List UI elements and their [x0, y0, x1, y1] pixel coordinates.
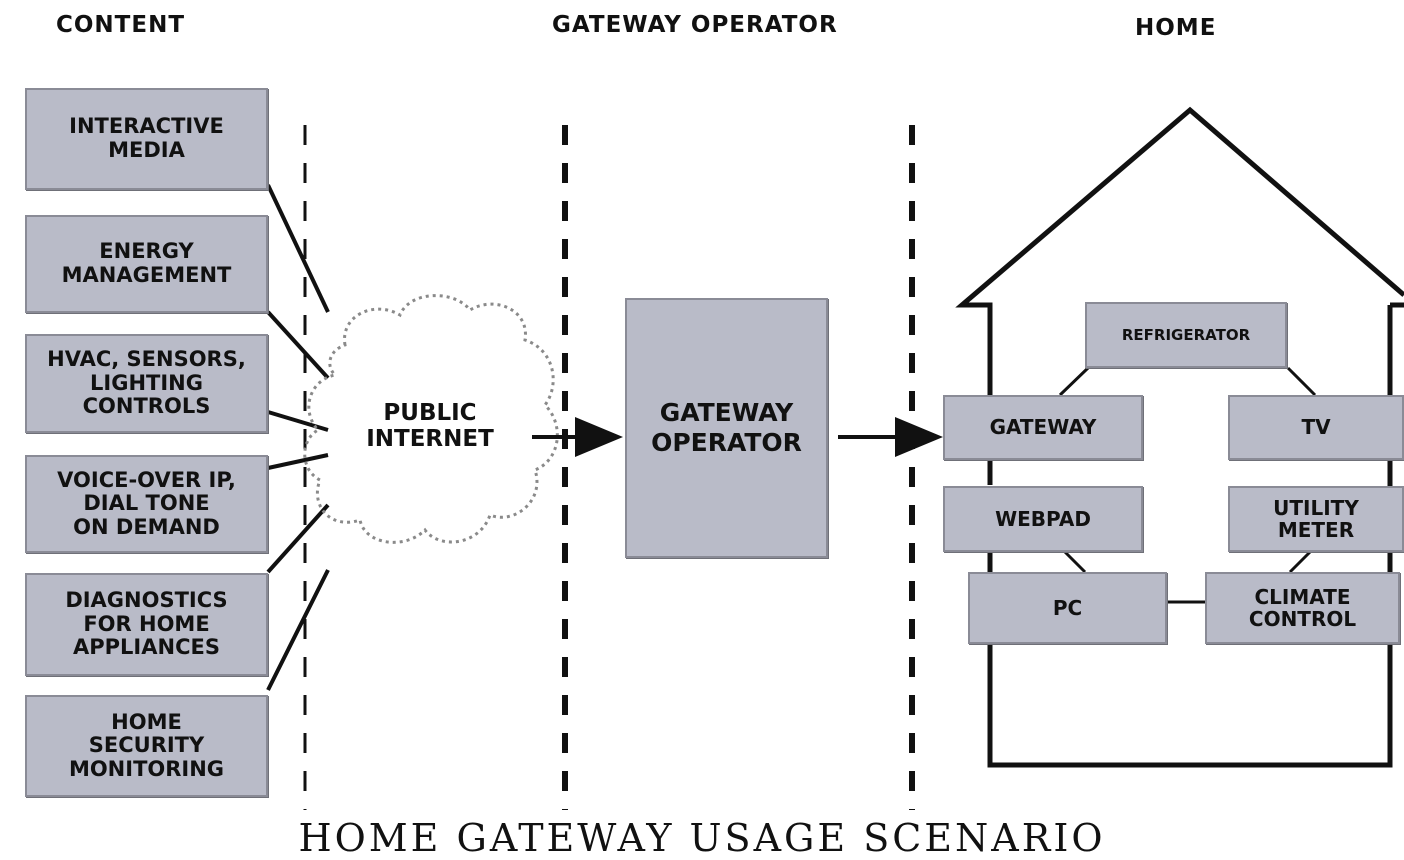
house-wall-bottom	[987, 640, 1393, 768]
column-header-content: CONTENT	[56, 12, 186, 38]
gateway-operator-box: GATEWAY OPERATOR	[625, 298, 828, 558]
public-internet-cloud	[303, 294, 559, 544]
link-webpad-pc	[1063, 550, 1087, 574]
public-internet-label: PUBLIC INTERNET	[366, 400, 494, 453]
link-meter-climate	[1288, 550, 1312, 574]
service-diagnostics: DIAGNOSTICS FOR HOME APPLIANCES	[25, 573, 268, 676]
device-pc: PC	[968, 572, 1167, 644]
device-refrigerator: REFRIGERATOR	[1085, 302, 1287, 368]
device-utility-meter: UTILITY METER	[1228, 486, 1404, 552]
house-outline	[955, 106, 1404, 395]
connector-hvac	[267, 410, 329, 432]
column-header-home: HOME	[1135, 15, 1217, 41]
connector-interactive-media	[266, 184, 330, 313]
column-header-gateway-operator: GATEWAY OPERATOR	[552, 12, 838, 38]
service-home-security-monitoring: HOME SECURITY MONITORING	[25, 695, 268, 797]
device-tv: TV	[1228, 395, 1404, 460]
device-climate-control: CLIMATE CONTROL	[1205, 572, 1400, 644]
service-energy-management: ENERGY MANAGEMENT	[25, 215, 268, 313]
link-refrigerator-tv	[1286, 366, 1317, 397]
connector-voip	[267, 453, 329, 470]
diagram-caption: HOME GATEWAY USAGE SCENARIO	[298, 816, 1106, 860]
connector-diagnostics	[266, 503, 330, 574]
link-gateway-refrigerator	[1058, 366, 1090, 397]
service-interactive-media: INTERACTIVE MEDIA	[25, 88, 268, 190]
service-hvac-sensors-lighting: HVAC, SENSORS, LIGHTING CONTROLS	[25, 334, 268, 433]
device-webpad: WEBPAD	[943, 486, 1143, 552]
service-voice-over-ip: VOICE-OVER IP, DIAL TONE ON DEMAND	[25, 455, 268, 553]
connector-energy-management	[266, 310, 330, 380]
device-gateway: GATEWAY	[943, 395, 1143, 460]
connector-home-security	[266, 569, 330, 691]
